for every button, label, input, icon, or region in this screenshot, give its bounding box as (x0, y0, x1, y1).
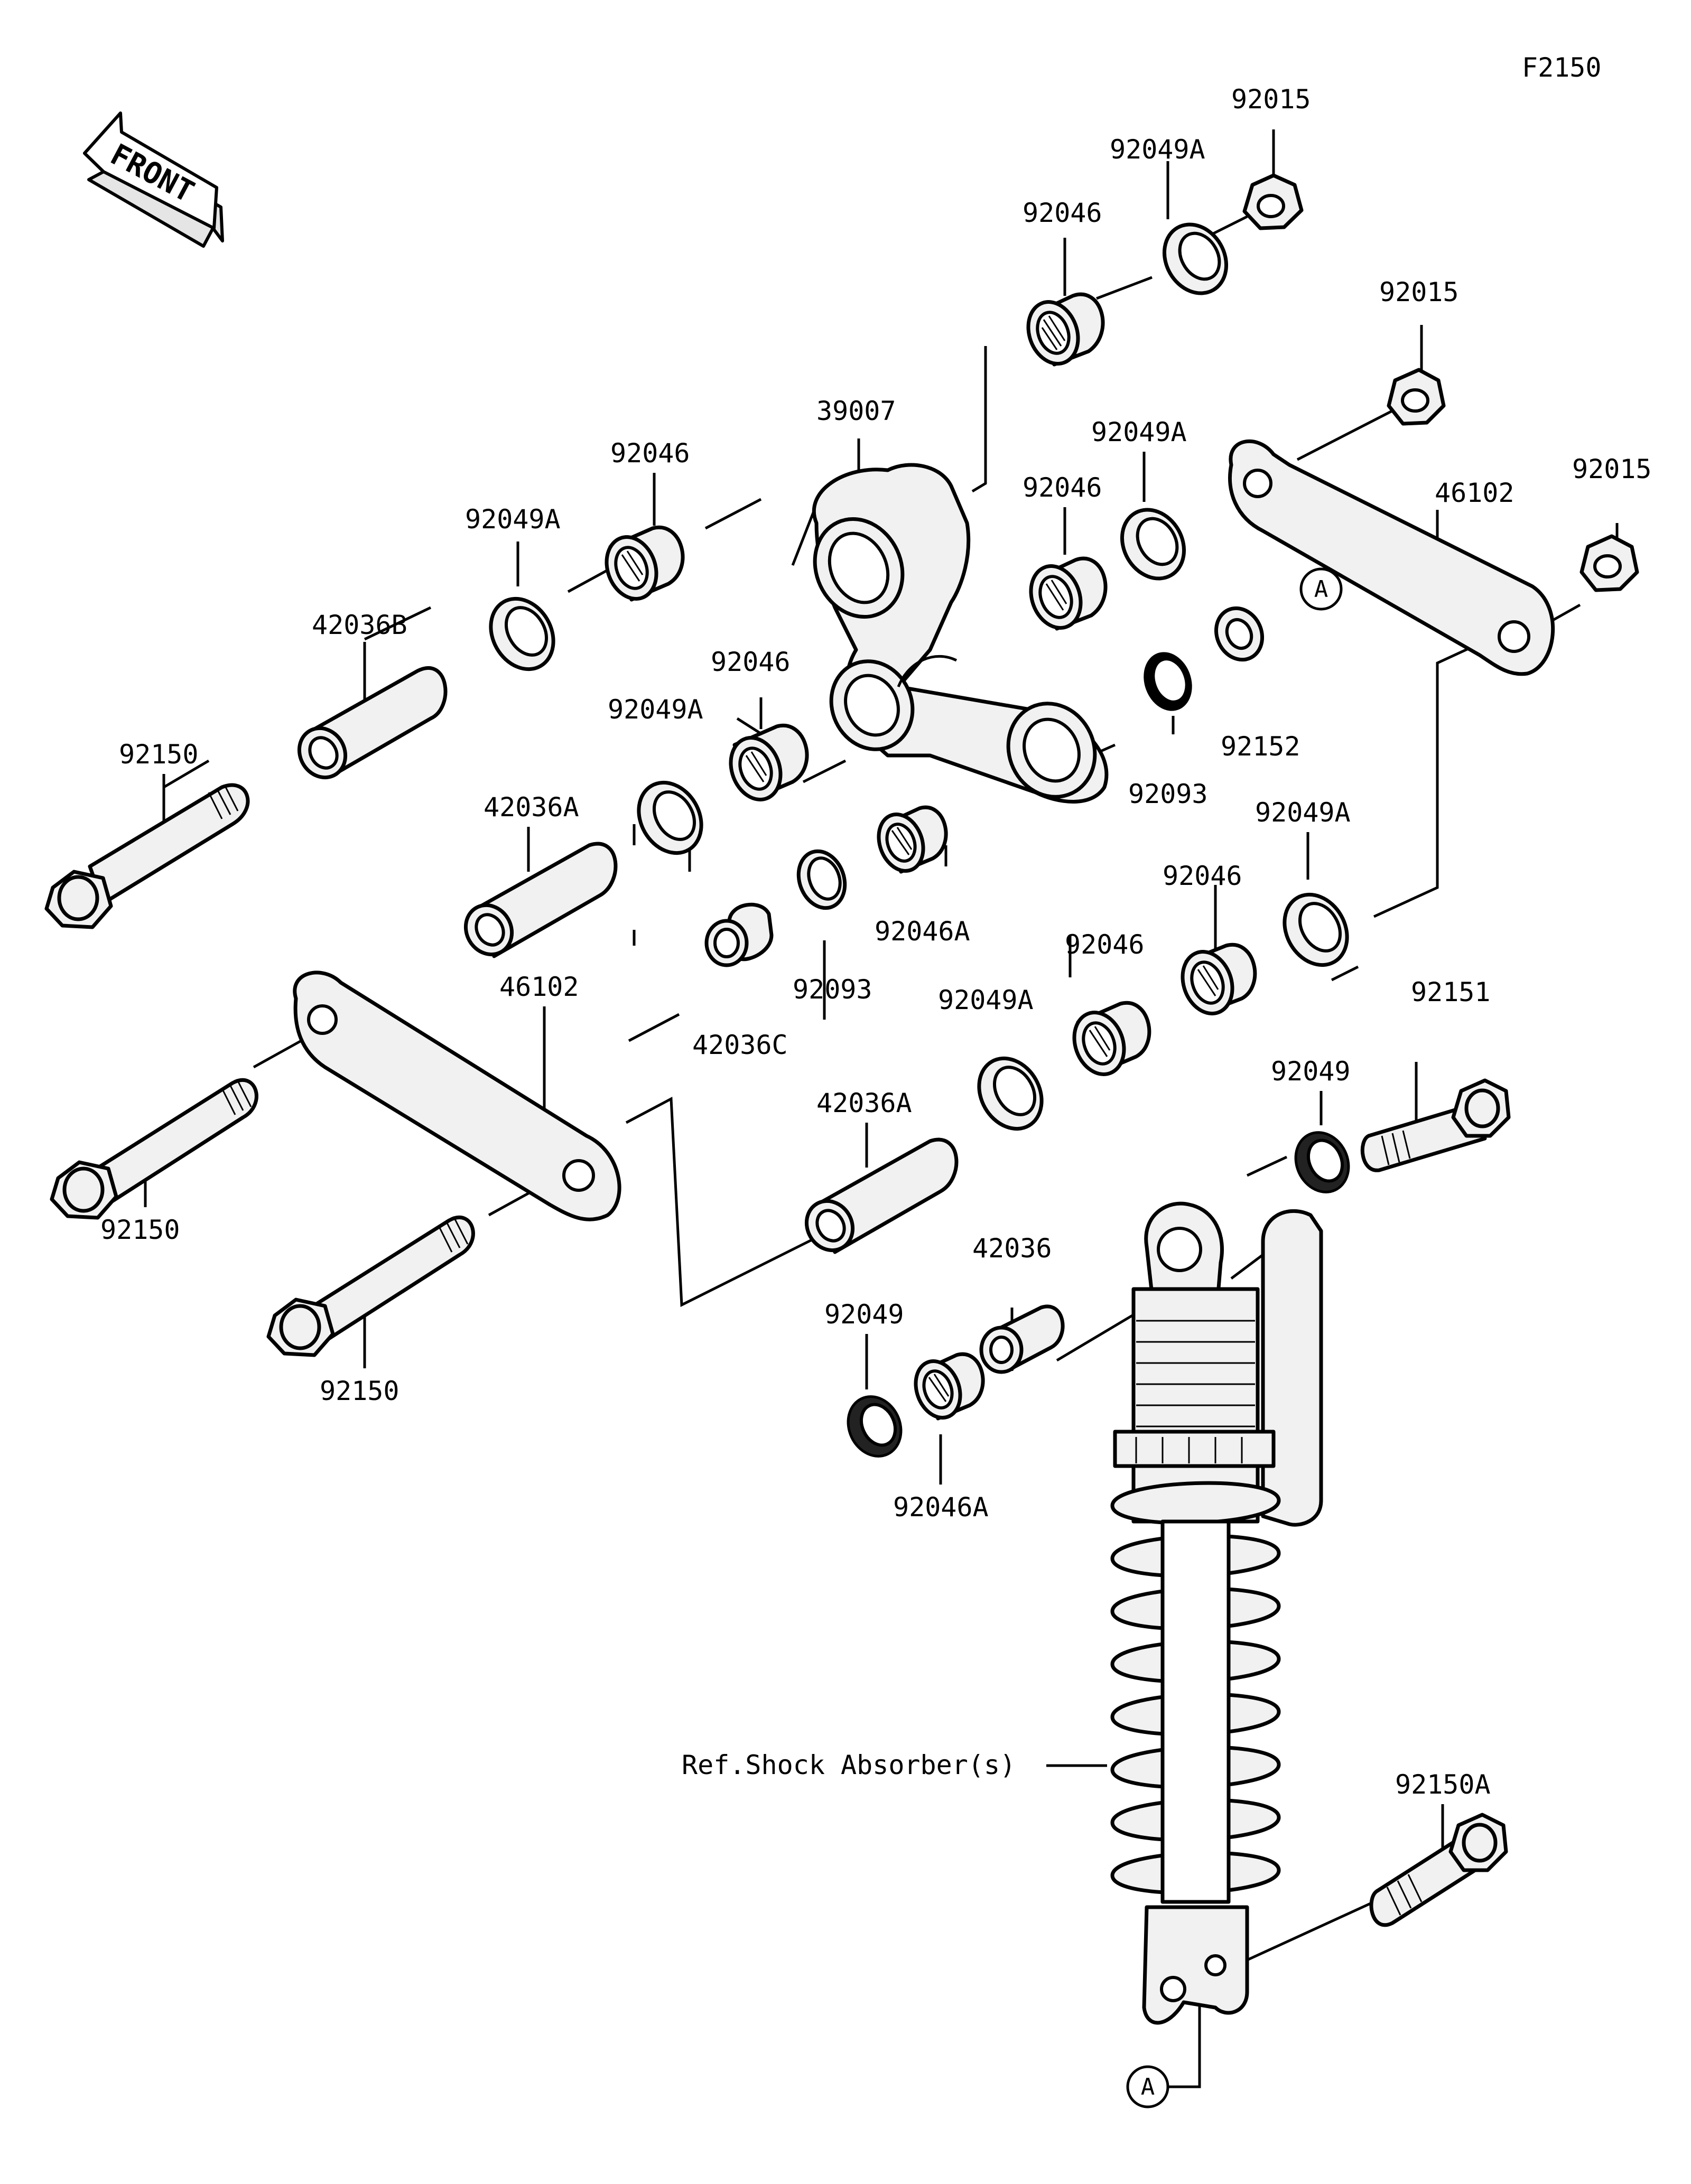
label-92046-middle: 92046 (1023, 472, 1102, 503)
part-42036B-sleeve (297, 666, 448, 780)
label-92152: 92152 (1221, 731, 1300, 762)
svg-text:A: A (1141, 2074, 1155, 2101)
label-92046A-upper: 92046A (875, 916, 970, 947)
part-92150-upper-left-bolt (44, 783, 250, 929)
label-92150-lower-left: 92150 (320, 1376, 399, 1406)
part-92049-upper-right-seal (1294, 1131, 1350, 1193)
reference-marker-a-bottom: A (1126, 2065, 1169, 2108)
part-92150-middle-left-bolt (50, 1078, 258, 1220)
part-42036C-flanged-collar (704, 902, 774, 967)
part-92046-lower-middle-needle-bearing (729, 723, 809, 801)
svg-text:A: A (1314, 576, 1328, 603)
label-92015-far-right: 92015 (1572, 454, 1652, 484)
part-92015-top-flange-nut (1242, 173, 1304, 230)
part-92046-middle-needle-bearing (1029, 556, 1108, 631)
part-46102-right-tie-rod (1228, 439, 1555, 676)
part-46102-left-tie-rod (293, 970, 621, 1221)
label-92093-lower: 92093 (793, 974, 872, 1005)
label-42036A-upper: 42036A (484, 792, 579, 823)
part-92046A-lower-needle-bearing (914, 1352, 985, 1421)
part-92015-right-flange-nut-upper (1387, 368, 1446, 426)
part-92046-left-needle-bearing (605, 525, 685, 602)
label-92015-right: 92015 (1379, 277, 1459, 307)
part-92049A-left-seal (489, 596, 555, 671)
part-39007-rocker-arm (812, 463, 1109, 804)
label-42036C: 42036C (692, 1030, 788, 1060)
part-92150A-bolt (1369, 1813, 1508, 1927)
label-92046A-lower: 92046A (893, 1492, 989, 1523)
label-46102-left: 46102 (499, 972, 579, 1002)
part-92046-top-needle-bearing (1026, 292, 1105, 367)
part-92093-right-seal (1144, 652, 1192, 711)
part-labels: 92015 92049A 92046 92015 39007 92049A 46… (100, 84, 1652, 1800)
label-92093-right: 92093 (1128, 779, 1208, 809)
label-92046-right-lower: 92046 (1163, 861, 1242, 891)
part-92049A-right-lower-seal (1283, 892, 1349, 967)
part-92150-lower-left-bolt (266, 1215, 475, 1357)
label-92046-lower-middle: 92046 (711, 647, 791, 677)
label-ref-shock-absorber: Ref.Shock Absorber(s) (682, 1750, 1016, 1780)
label-92150-middle-left: 92150 (100, 1215, 180, 1245)
part-92152-collar (1214, 606, 1265, 662)
label-92049A-right-lower: 92049A (1255, 797, 1351, 828)
label-92150-upper-left: 92150 (119, 739, 199, 770)
part-92046A-upper-needle-bearing (877, 805, 948, 874)
part-92093-lower-seal (796, 849, 847, 910)
part-92049-lower-seal (847, 1395, 903, 1458)
label-42036: 42036 (972, 1233, 1052, 1264)
part-92049A-top-seal (1162, 222, 1229, 295)
part-42036A-lower-sleeve (804, 1137, 959, 1254)
label-92049A-center: 92049A (938, 985, 1034, 1015)
label-92049A-left: 92049A (465, 504, 561, 535)
label-92015-top: 92015 (1231, 84, 1311, 115)
label-92049-upper-right: 92049 (1271, 1056, 1351, 1087)
part-42036-collar (979, 1304, 1065, 1374)
part-92046-center-lower-needle-bearing (1072, 1001, 1151, 1076)
label-39007: 39007 (816, 396, 896, 426)
part-92151-bolt (1360, 1078, 1511, 1172)
part-92049A-center-seal (977, 1056, 1044, 1131)
label-42036A-lower: 42036A (816, 1088, 912, 1118)
label-92046-center-lower: 92046 (1065, 929, 1145, 960)
label-92151: 92151 (1411, 977, 1491, 1007)
label-46102-right: 46102 (1435, 478, 1515, 508)
reference-marker-a-top: A (1299, 567, 1343, 611)
part-shock-absorber (1110, 1201, 1323, 2025)
label-92150A: 92150A (1395, 1769, 1491, 1800)
figure-code: F2150 (1522, 52, 1602, 83)
label-92049A-lower-left: 92049A (608, 694, 703, 725)
part-92015-far-right-flange-nut (1579, 534, 1639, 592)
part-42036A-upper-sleeve (463, 842, 618, 958)
label-92049A-top: 92049A (1110, 134, 1205, 165)
front-arrow-icon: FRONT (83, 111, 224, 248)
label-92046-left: 92046 (610, 438, 690, 469)
part-92046-right-lower-needle-bearing (1181, 942, 1257, 1015)
label-92049A-middle: 92049A (1091, 417, 1187, 447)
label-92046-top: 92046 (1023, 198, 1102, 228)
part-92049A-lower-left-seal (637, 780, 703, 855)
label-92049-lower: 92049 (824, 1299, 904, 1330)
label-42036B: 42036B (312, 610, 407, 640)
part-92049A-middle-seal (1120, 508, 1186, 581)
